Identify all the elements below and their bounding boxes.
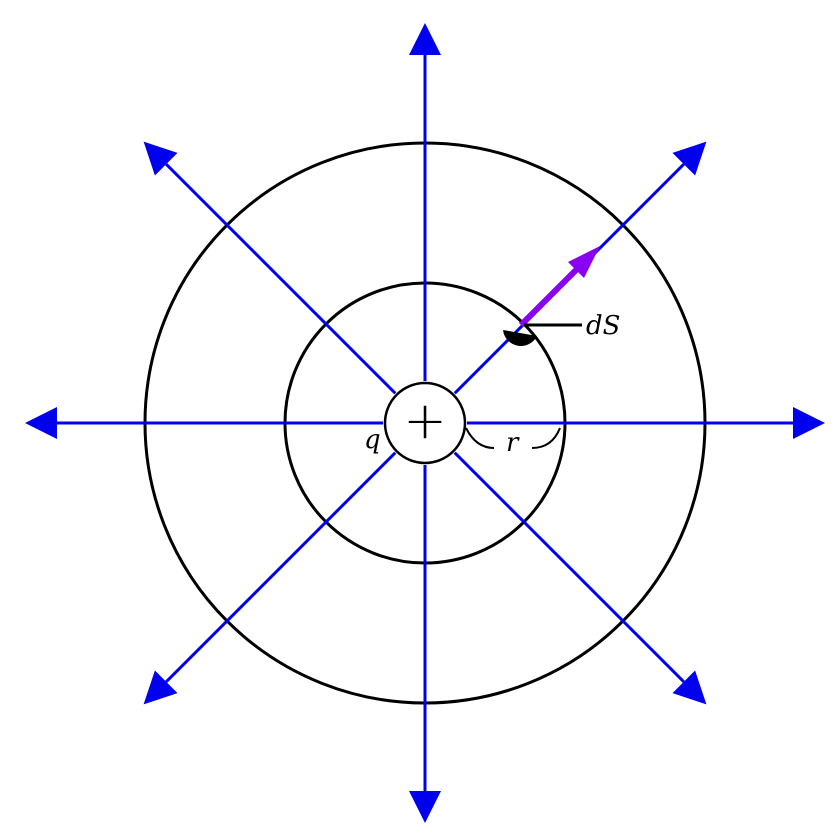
charge-label: q xyxy=(364,425,381,455)
field-line-south-west xyxy=(165,451,397,683)
point-charge xyxy=(383,381,467,465)
triangle-arrowhead-icon xyxy=(409,23,441,55)
triangle-arrowhead-icon xyxy=(143,141,178,176)
half-disc-icon xyxy=(503,330,537,346)
triangle-arrowhead-icon xyxy=(793,407,825,439)
area-element-label: dS xyxy=(586,311,620,341)
triangle-arrowhead-icon xyxy=(672,670,707,705)
charge-sign: + xyxy=(403,391,447,451)
radius-arc xyxy=(465,427,561,449)
field-line-south-east xyxy=(453,451,685,683)
field-line-north-west xyxy=(165,163,397,395)
surface-vector-arrowhead-icon xyxy=(568,246,600,278)
surface-vector-shaft xyxy=(518,263,583,328)
triangle-arrowhead-icon xyxy=(672,141,707,176)
radius-label: r xyxy=(506,428,520,458)
triangle-arrowhead-icon xyxy=(409,791,441,823)
triangle-arrowhead-icon xyxy=(143,670,178,705)
triangle-arrowhead-icon xyxy=(25,407,57,439)
